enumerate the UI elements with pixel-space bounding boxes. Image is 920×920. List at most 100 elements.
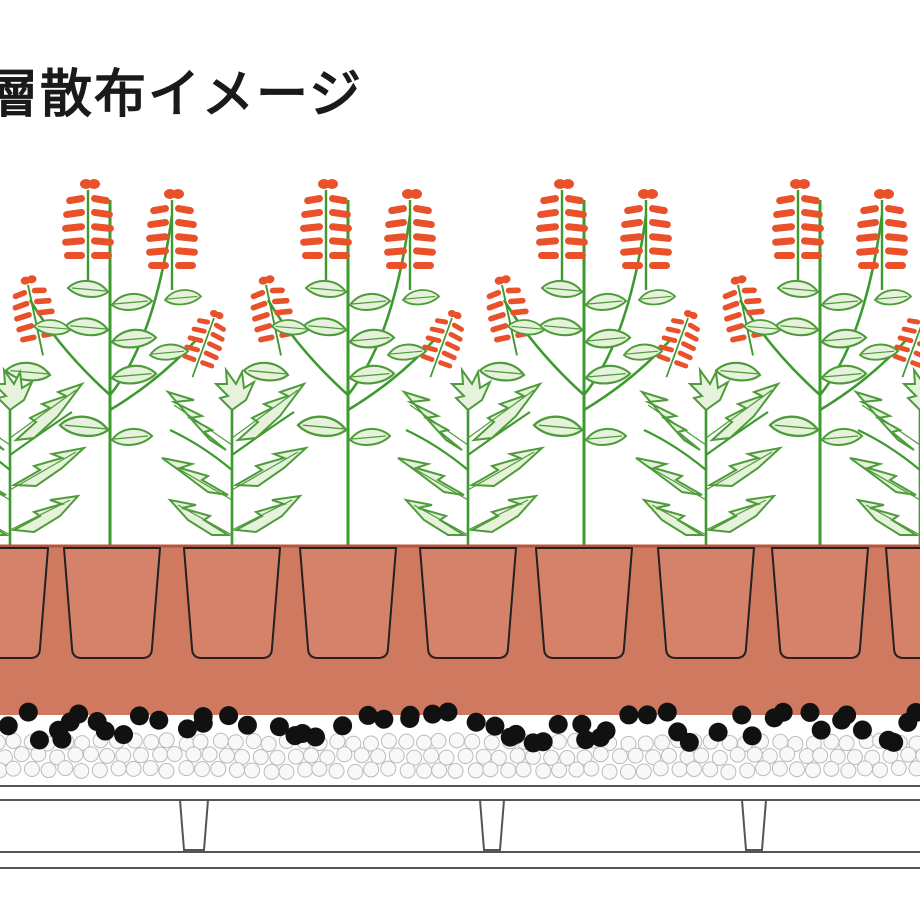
light-pellet xyxy=(620,735,637,752)
dark-pellet xyxy=(485,716,505,736)
light-pellet xyxy=(406,749,423,766)
light-pellet xyxy=(915,748,920,763)
light-pellet xyxy=(702,761,719,778)
dark-pellet xyxy=(219,706,239,726)
light-pellet xyxy=(482,761,499,778)
light-pellet xyxy=(311,760,328,777)
light-pellet xyxy=(125,760,142,777)
dark-pellet xyxy=(69,704,89,724)
leafy-plants xyxy=(0,368,920,547)
light-pellet xyxy=(5,760,22,777)
light-pellet xyxy=(210,760,227,777)
light-pellet xyxy=(840,762,857,779)
light-pellet xyxy=(166,746,183,763)
light-pellet xyxy=(82,746,99,763)
drainage-tray xyxy=(0,785,920,869)
light-pellet xyxy=(362,735,379,752)
light-pellet xyxy=(399,762,416,779)
light-pellet xyxy=(872,761,889,778)
light-pellet xyxy=(583,760,600,777)
light-pellet xyxy=(798,748,815,765)
light-pellet xyxy=(380,760,397,777)
dark-pellet-layer xyxy=(0,702,920,753)
light-pellet xyxy=(509,747,526,764)
dark-pellet xyxy=(852,720,872,740)
dark-pellet xyxy=(533,732,553,752)
light-pellet xyxy=(543,749,560,766)
light-pellet xyxy=(263,763,280,780)
light-pellet xyxy=(611,748,628,765)
light-pellet xyxy=(370,748,387,765)
light-pellet xyxy=(336,746,353,763)
light-pellet xyxy=(438,749,455,766)
light-pellet xyxy=(788,761,805,778)
light-pellet xyxy=(746,746,763,763)
light-pellet xyxy=(661,747,678,764)
light-pellet xyxy=(890,760,907,777)
light-pellet xyxy=(729,746,746,763)
light-pellet xyxy=(329,733,346,750)
dark-pellet xyxy=(95,721,115,741)
light-pellet xyxy=(838,735,855,752)
light-pellet xyxy=(416,762,433,779)
dark-pellet xyxy=(800,702,820,722)
light-pellet xyxy=(559,749,576,766)
light-pellet xyxy=(110,760,127,777)
light-pellet xyxy=(278,763,295,780)
light-pellet xyxy=(823,760,840,777)
dark-pellet xyxy=(29,730,49,750)
light-pellet xyxy=(218,747,235,764)
light-pellet xyxy=(287,748,304,765)
light-pellet xyxy=(228,761,245,778)
light-pellet xyxy=(483,734,500,751)
light-pellet xyxy=(49,749,66,766)
light-pellet xyxy=(447,762,464,779)
light-pellet xyxy=(592,746,609,763)
dark-pellet xyxy=(679,732,699,752)
light-pellet xyxy=(761,748,778,765)
light-pellet xyxy=(500,762,517,779)
dark-pellet xyxy=(811,720,831,740)
light-pellet xyxy=(448,732,465,749)
light-pellet xyxy=(804,762,821,779)
light-pellet xyxy=(0,734,6,750)
dark-pellet xyxy=(400,705,420,725)
dark-pellet xyxy=(637,705,657,725)
light-pellet xyxy=(297,761,314,778)
dark-pellet xyxy=(114,725,134,745)
light-pellet xyxy=(908,760,920,777)
light-pellet xyxy=(99,747,116,764)
light-pellet xyxy=(601,763,618,780)
light-pellet xyxy=(328,762,345,779)
light-pellet xyxy=(431,762,448,779)
light-pellet xyxy=(490,749,507,766)
light-pellet xyxy=(347,763,364,780)
light-pellet xyxy=(464,733,481,750)
light-pellet xyxy=(515,761,532,778)
dark-pellet xyxy=(193,707,213,727)
light-pellet xyxy=(711,749,728,766)
light-pellet xyxy=(620,763,637,780)
dark-pellet xyxy=(657,702,677,722)
light-pellet xyxy=(637,735,654,752)
dark-pellet xyxy=(837,705,857,725)
light-pellet xyxy=(178,760,195,777)
light-pellet xyxy=(192,733,209,750)
light-pellet xyxy=(467,762,484,779)
dark-pellet xyxy=(0,716,18,736)
dark-pellet xyxy=(764,708,784,728)
dark-pellet xyxy=(732,705,752,725)
light-pellet xyxy=(550,733,567,750)
light-pellet xyxy=(645,749,662,766)
light-pellet xyxy=(720,763,737,780)
light-pellet xyxy=(227,734,244,751)
dark-pellet xyxy=(149,710,169,730)
light-pellet xyxy=(627,747,644,764)
light-pellet xyxy=(900,746,917,763)
light-pellet xyxy=(771,760,788,777)
light-pellet xyxy=(388,747,405,764)
light-pellet xyxy=(194,761,211,778)
dark-pellet xyxy=(438,702,458,722)
light-pellet xyxy=(158,762,175,779)
